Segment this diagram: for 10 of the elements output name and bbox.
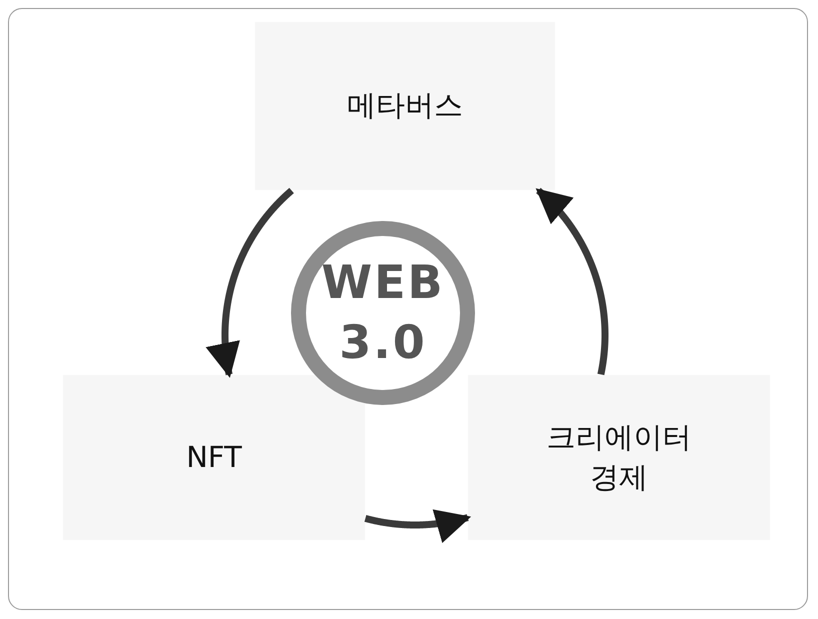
concept-box xyxy=(255,22,555,190)
cycle-arrow xyxy=(206,187,295,378)
concept-label: 크리에이터 경제 xyxy=(546,419,692,496)
concept-label: 메타버스 xyxy=(346,87,464,124)
center-title: WEB 3.0 xyxy=(320,254,446,371)
concept-label: NFT xyxy=(185,438,243,476)
concept-box xyxy=(63,375,365,540)
concept-box xyxy=(468,375,770,540)
cycle-arrow xyxy=(534,187,608,378)
cycle-arrow xyxy=(362,509,472,544)
